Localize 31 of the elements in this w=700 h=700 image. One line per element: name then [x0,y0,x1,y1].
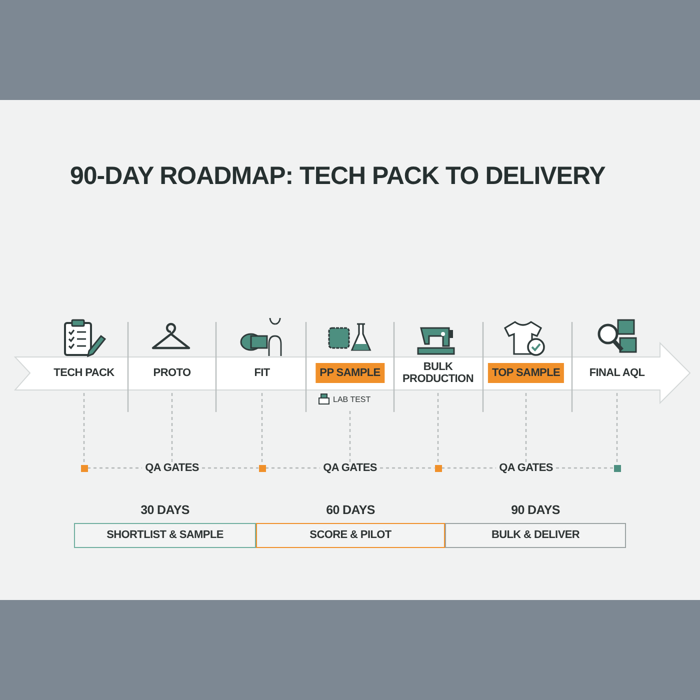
dashed-connector [88,467,142,469]
stage-label: TECH PACK [54,367,114,379]
dashed-connector [442,467,496,469]
dashed-connector [525,393,527,462]
gate-label: QA GATES [492,462,560,475]
dashed-connector [437,393,439,464]
stage-label: PROTO [153,367,191,379]
gate-label: QA GATES [138,462,206,475]
phase-bar: SCORE & PILOT [256,523,445,548]
dashed-connector [83,393,85,464]
phase-heading: 30 DAYS [140,504,190,516]
stage-label: BULK PRODUCTION [402,361,474,385]
phase-heading: 60 DAYS [325,504,376,516]
phase-bar: BULK & DELIVER [445,523,626,548]
title: 90-DAY ROADMAP: TECH PACK TO DELIVERY [70,162,606,191]
phase-bar: SHORTLIST & SAMPLE [74,523,256,548]
dashed-connector [380,467,434,469]
phase-heading: 90 DAYS [510,504,561,516]
dashed-connector [349,411,351,462]
gate-label: QA GATES [316,462,384,475]
stage-label: FINAL AQL [589,367,645,379]
stage-tag: TOP SAMPLE [488,363,564,383]
dashed-connector [261,393,263,464]
dashed-connector [202,467,258,469]
dashed-connector [556,467,614,469]
dashed-connector [266,467,320,469]
lab-test-note: LAB TEST [333,394,371,404]
stage-tag: PP SAMPLE [316,363,384,383]
dashed-connector [171,393,173,462]
dashed-connector [616,393,618,464]
stage-label: FIT [254,367,270,379]
